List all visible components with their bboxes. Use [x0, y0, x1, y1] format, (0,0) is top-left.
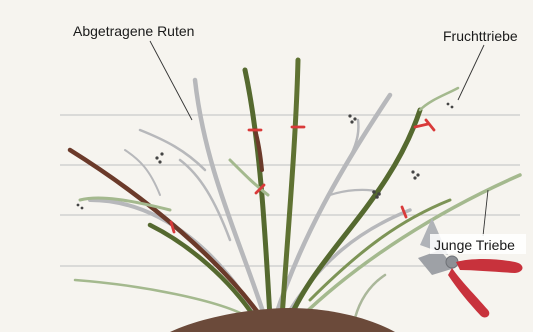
label-young-shoots: Junge Triebe — [434, 237, 515, 253]
label-fruiting-shoots: Fruchttriebe — [443, 28, 518, 44]
label-old-canes: Abgetragene Ruten — [73, 23, 194, 39]
